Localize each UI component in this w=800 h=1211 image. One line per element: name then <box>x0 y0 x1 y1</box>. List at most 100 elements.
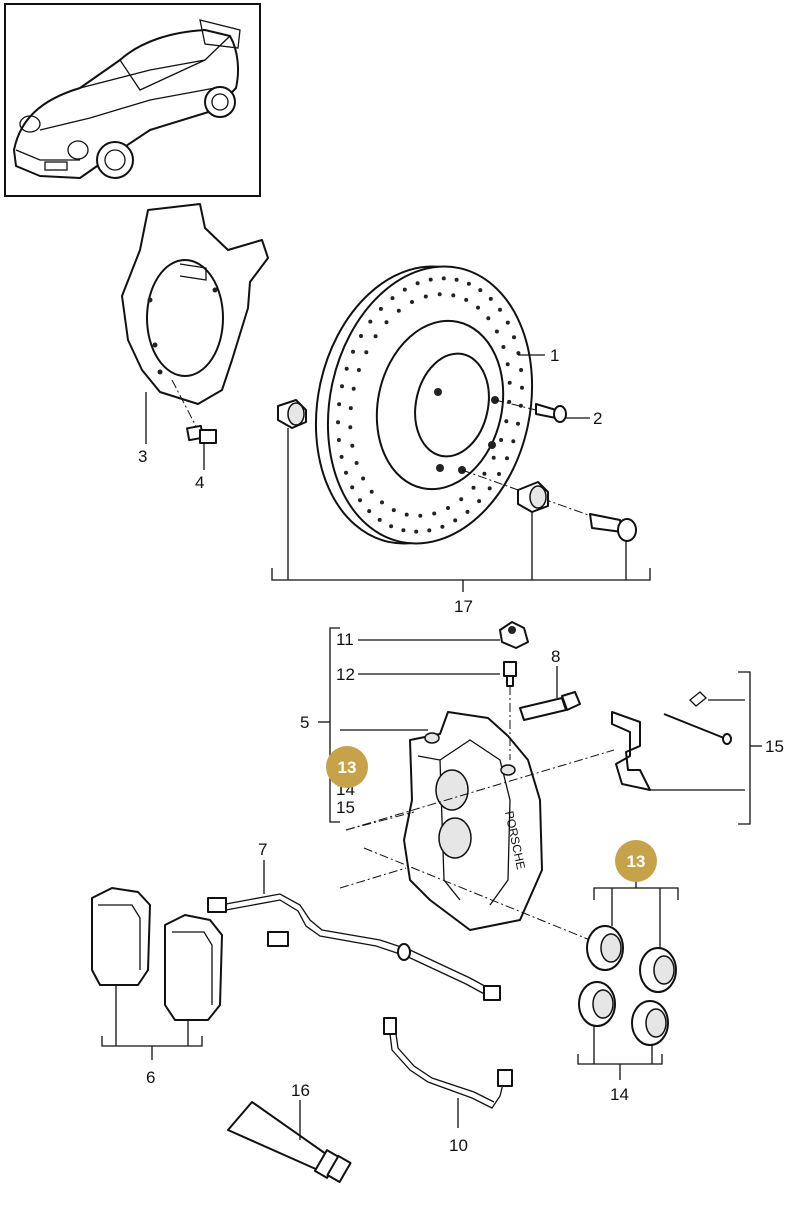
drill-hole <box>505 320 510 325</box>
drill-hole <box>380 500 384 505</box>
disc-screw-part <box>494 399 590 423</box>
drill-hole <box>418 513 423 518</box>
drill-hole <box>401 528 406 533</box>
dust-shield-part <box>121 203 269 444</box>
drill-hole <box>369 489 374 494</box>
brake-caliper-part: PORSCHE <box>403 711 543 931</box>
drill-hole <box>465 509 470 514</box>
label-11: 11 <box>336 630 354 649</box>
badge-13-right[interactable]: 13 <box>615 840 657 882</box>
drill-hole <box>459 497 464 502</box>
disc-drill-holes <box>336 276 524 534</box>
bracket-17 <box>271 568 651 592</box>
drill-hole <box>511 439 516 444</box>
drill-hole <box>505 456 509 461</box>
drill-hole <box>384 320 389 325</box>
drill-hole <box>497 472 501 476</box>
drill-hole <box>351 386 356 391</box>
label-10: 10 <box>449 1136 468 1155</box>
drill-hole <box>336 420 340 425</box>
label-7: 7 <box>258 840 267 859</box>
drill-hole <box>337 402 342 407</box>
wear-sensor-part <box>207 860 501 1001</box>
drill-hole <box>414 529 419 534</box>
drill-hole <box>488 296 493 301</box>
drill-hole <box>364 350 369 355</box>
drill-hole <box>389 524 394 529</box>
grease-tube-part <box>227 1100 352 1184</box>
drill-hole <box>348 425 353 430</box>
drill-hole <box>428 277 433 282</box>
drill-hole <box>505 362 510 367</box>
drill-hole <box>427 528 432 533</box>
drill-hole <box>476 305 480 310</box>
drill-hole <box>358 498 362 503</box>
bleed-valve-part <box>503 661 517 760</box>
drill-hole <box>391 508 396 513</box>
drill-hole <box>377 517 382 522</box>
drill-hole <box>441 276 446 281</box>
label-4: 4 <box>195 473 204 492</box>
drill-hole <box>464 297 469 302</box>
drill-hole <box>432 511 437 516</box>
label-3: 3 <box>138 447 147 466</box>
label-17: 17 <box>454 597 473 616</box>
brake-hose-part <box>383 1017 513 1128</box>
bracket-15 <box>648 671 762 825</box>
drill-hole <box>339 454 344 459</box>
drill-hole <box>478 288 483 293</box>
drill-hole <box>491 455 496 460</box>
spacer-right <box>461 469 637 580</box>
drill-hole <box>361 476 366 481</box>
drill-hole <box>453 518 458 523</box>
drill-hole <box>504 419 509 424</box>
bolt-part-4 <box>171 379 217 470</box>
piston-seals-part <box>578 878 679 1046</box>
bleed-fitting-part <box>499 621 529 649</box>
drill-hole <box>512 335 516 340</box>
drill-hole <box>336 438 341 442</box>
label-16: 16 <box>291 1081 310 1100</box>
drill-hole <box>423 294 428 299</box>
drill-hole <box>350 485 355 490</box>
bracket-5 <box>318 627 500 823</box>
guide-lines <box>339 749 615 941</box>
drill-hole <box>516 351 521 356</box>
label-2: 2 <box>593 409 602 428</box>
vehicle-thumbnail <box>4 3 261 197</box>
brake-pads-part <box>91 887 223 1060</box>
drill-hole <box>482 471 487 476</box>
drill-hole <box>344 366 349 371</box>
drill-hole <box>518 403 523 408</box>
badge-13-left[interactable]: 13 <box>326 746 368 788</box>
drill-hole <box>350 443 355 448</box>
drill-hole <box>466 281 471 286</box>
drill-hole <box>390 296 395 301</box>
label-8: 8 <box>551 647 560 666</box>
drill-hole <box>499 438 504 442</box>
caliper-bolt-part <box>519 666 581 721</box>
drill-hole <box>402 287 407 292</box>
label-1: 1 <box>550 346 559 365</box>
drill-hole <box>415 281 420 286</box>
drill-hole <box>437 292 442 297</box>
drill-hole <box>368 319 373 324</box>
drill-hole <box>396 308 401 313</box>
drill-hole <box>344 470 348 475</box>
drill-hole <box>359 334 363 338</box>
drill-hole <box>351 349 355 354</box>
drill-hole <box>507 380 512 385</box>
drill-hole <box>446 506 450 510</box>
label-5: 5 <box>300 713 309 732</box>
drill-hole <box>354 461 359 465</box>
drill-hole <box>520 385 524 390</box>
label-15-left: 15 <box>336 798 355 817</box>
drill-hole <box>486 316 491 321</box>
drill-hole <box>494 329 499 334</box>
drill-hole <box>356 368 361 372</box>
drill-hole <box>454 277 459 282</box>
label-12: 12 <box>336 665 355 684</box>
drill-hole <box>487 486 492 491</box>
drill-hole <box>348 406 353 411</box>
